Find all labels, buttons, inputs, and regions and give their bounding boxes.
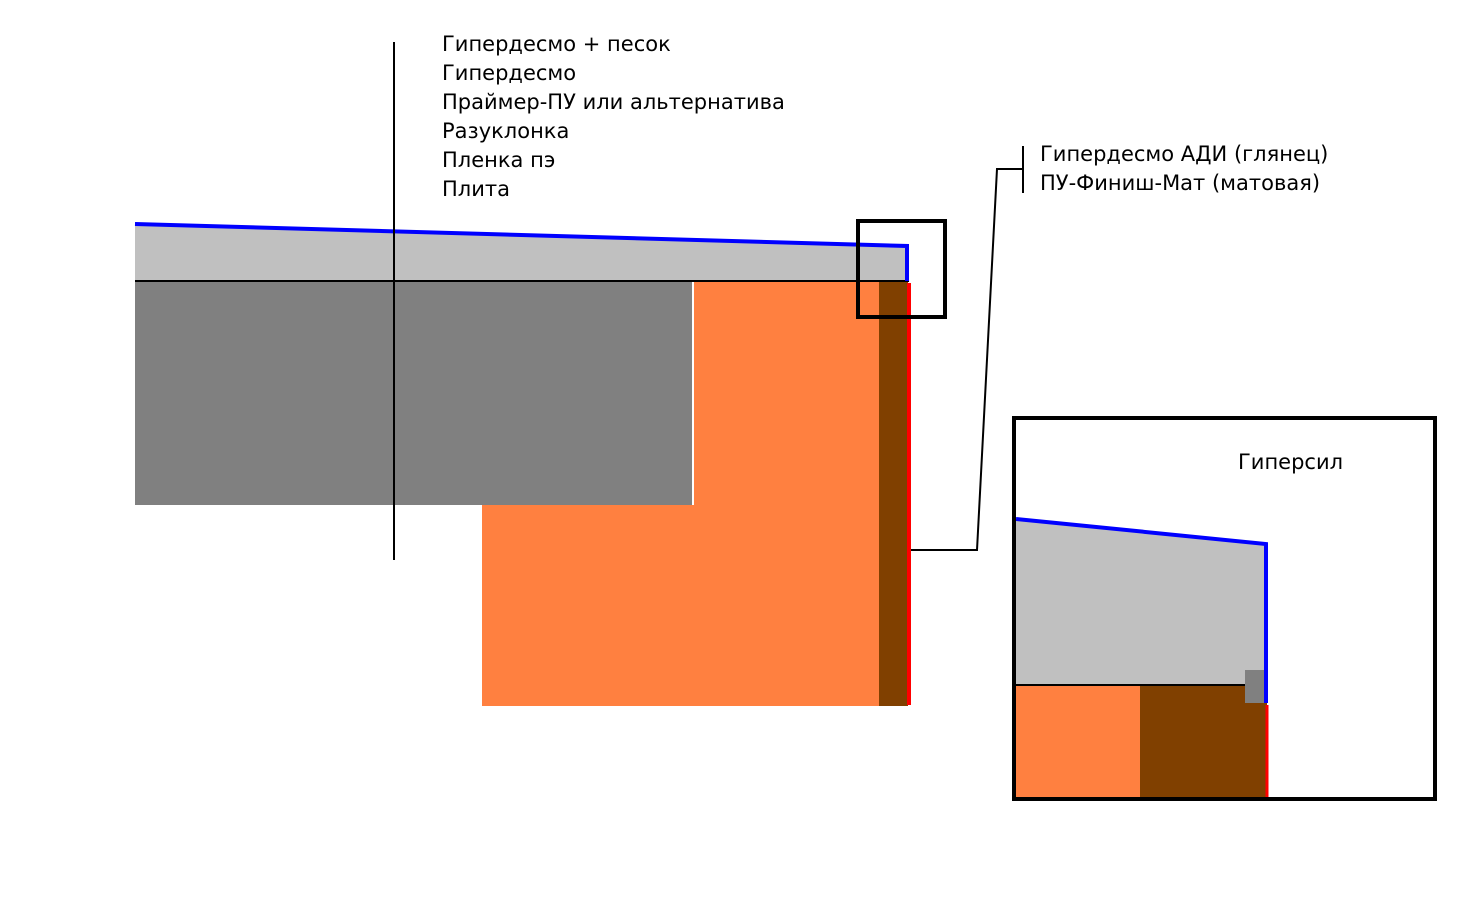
detail-wall-block — [1016, 685, 1140, 797]
membrane-line — [134, 222, 909, 281]
layer-label: Плита — [442, 177, 510, 201]
slab-block — [135, 281, 693, 505]
detail-inset-frame — [1012, 416, 1437, 801]
finish-legend: Гипердесмо АДИ (глянец) ПУ-Финиш-Мат (ма… — [1040, 140, 1328, 198]
wall-edge-strip — [879, 281, 908, 706]
layer-label: Гипердесмо — [442, 61, 577, 85]
finish-leader-line — [911, 168, 1023, 551]
sealant-label: Гиперсил — [1238, 450, 1344, 474]
layer-label: Разуклонка — [442, 119, 570, 143]
detail-screed-layer — [1016, 519, 1266, 685]
layer-label: Пленка пэ — [442, 148, 556, 172]
detail-wall-edge-strip — [1140, 685, 1267, 797]
layer-label: Гипердесмо + песок — [442, 32, 671, 56]
finish-label: Гипердесмо АДИ (глянец) — [1040, 142, 1329, 166]
detail-membrane-line — [1015, 517, 1268, 703]
detail-zoom-frame — [856, 219, 947, 319]
layers-legend: Гипердесмо + песок Гипердесмо Праймер-ПУ… — [442, 30, 785, 204]
screed-layer — [135, 224, 907, 281]
finish-label: ПУ-Финиш-Мат (матовая) — [1040, 171, 1321, 195]
detail-sealant — [1245, 670, 1266, 703]
layer-label: Праймер-ПУ или альтернатива — [442, 90, 785, 114]
